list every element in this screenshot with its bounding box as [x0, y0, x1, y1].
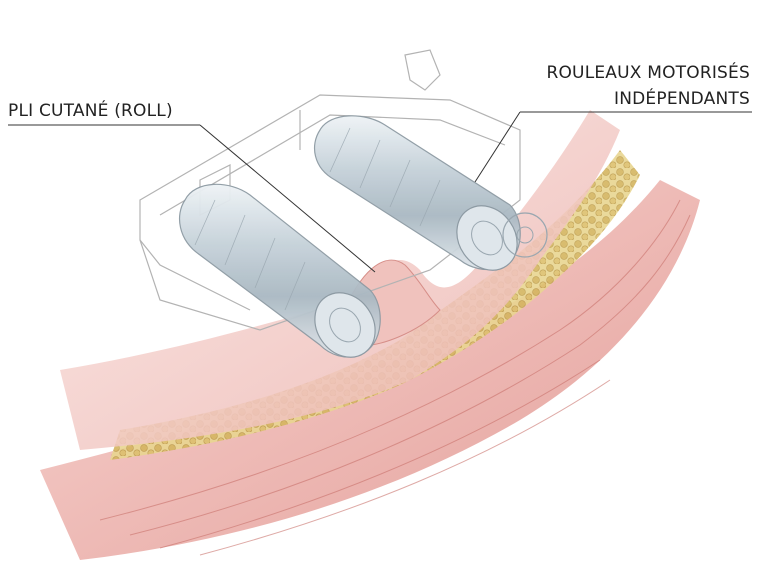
label-motorized-rollers: ROULEAUX MOTORISÉS INDÉPENDANTS [546, 60, 750, 112]
label-skin-fold-text: PLI CUTANÉ (ROLL) [8, 101, 173, 121]
label-rollers-line1: ROULEAUX MOTORISÉS [546, 63, 750, 83]
skin-layer [60, 110, 620, 450]
label-rollers-line2: INDÉPENDANTS [614, 89, 750, 109]
muscle-fibers [99, 199, 691, 556]
roller-right [313, 115, 548, 271]
label-skin-fold: PLI CUTANÉ (ROLL) [8, 98, 173, 124]
roller-left [178, 183, 381, 358]
leader-lines [8, 111, 752, 273]
